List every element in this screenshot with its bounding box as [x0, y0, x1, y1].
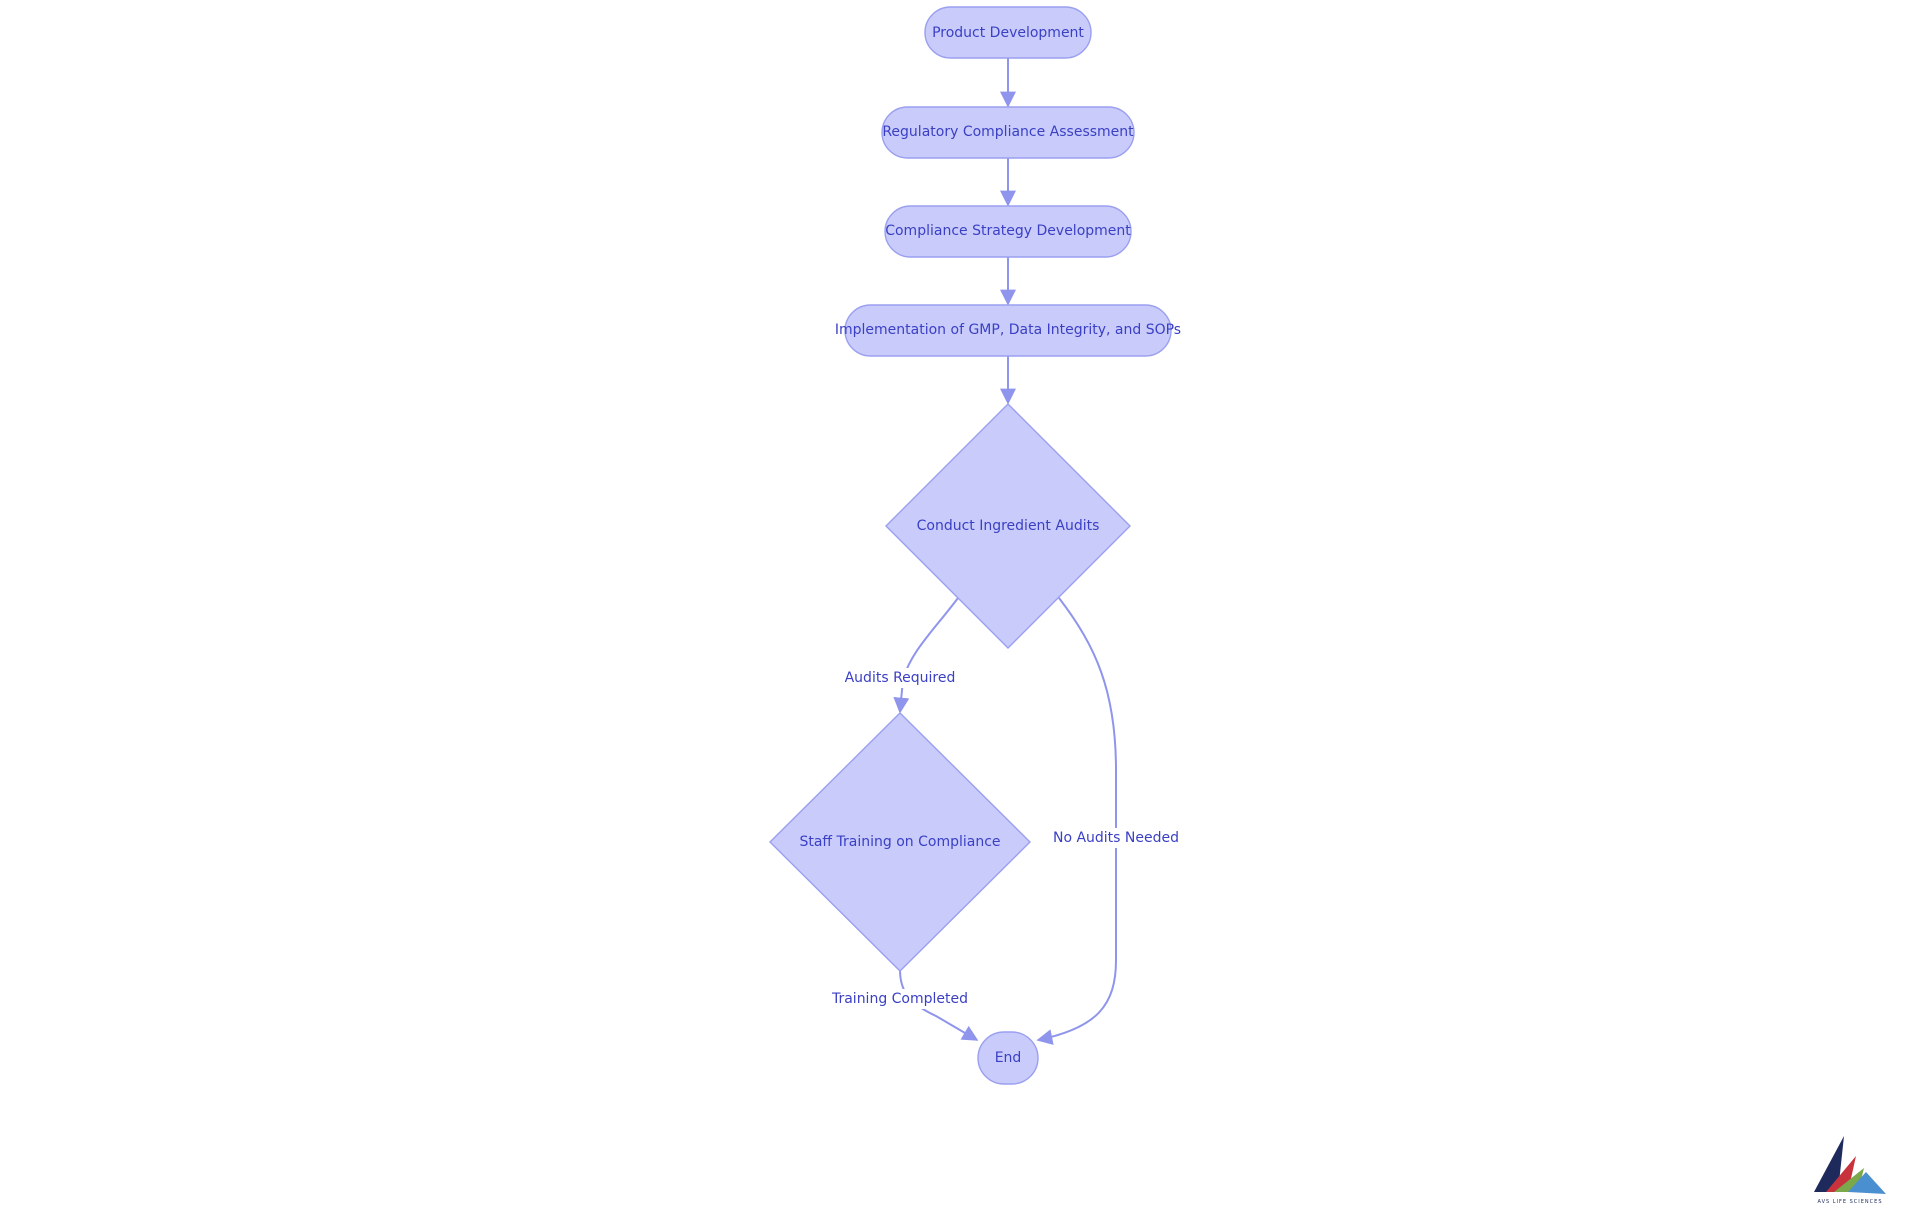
- node-label: Conduct Ingredient Audits: [917, 518, 1100, 534]
- edge-audits-to-end: [1036, 597, 1117, 1045]
- logo-navy-shape: [1814, 1136, 1844, 1192]
- edge-audits-to-training: [893, 597, 959, 714]
- edge-label-audits-required: Audits Required: [845, 670, 956, 686]
- node-label: Implementation of GMP, Data Integrity, a…: [835, 322, 1181, 338]
- node-staff-training: Staff Training on Compliance: [769, 712, 1031, 972]
- logo-blue-shape: [1848, 1172, 1886, 1194]
- edge-label-no-audits-needed: No Audits Needed: [1053, 830, 1179, 846]
- node-label: End: [995, 1050, 1022, 1066]
- edge-label-bg: [1057, 828, 1175, 848]
- node-label: Staff Training on Compliance: [799, 834, 1000, 850]
- node-label: Product Development: [932, 25, 1084, 41]
- node-compliance-strategy-development: Compliance Strategy Development: [884, 205, 1132, 258]
- node-label: Compliance Strategy Development: [885, 223, 1131, 239]
- node-conduct-ingredient-audits: Conduct Ingredient Audits: [885, 403, 1131, 649]
- node-label: Regulatory Compliance Assessment: [882, 124, 1134, 140]
- node-regulatory-compliance-assessment: Regulatory Compliance Assessment: [881, 106, 1135, 159]
- node-implementation: Implementation of GMP, Data Integrity, a…: [835, 304, 1181, 357]
- edge-label-bg: [850, 668, 950, 688]
- logo-text: AVS LIFE SCIENCES: [1817, 1199, 1882, 1205]
- company-logo: AVS LIFE SCIENCES: [1814, 1136, 1886, 1205]
- node-product-development: Product Development: [924, 6, 1092, 59]
- node-end: End: [977, 1031, 1039, 1085]
- edge-label-bg: [838, 989, 962, 1009]
- edge-label-training-completed: Training Completed: [831, 991, 968, 1007]
